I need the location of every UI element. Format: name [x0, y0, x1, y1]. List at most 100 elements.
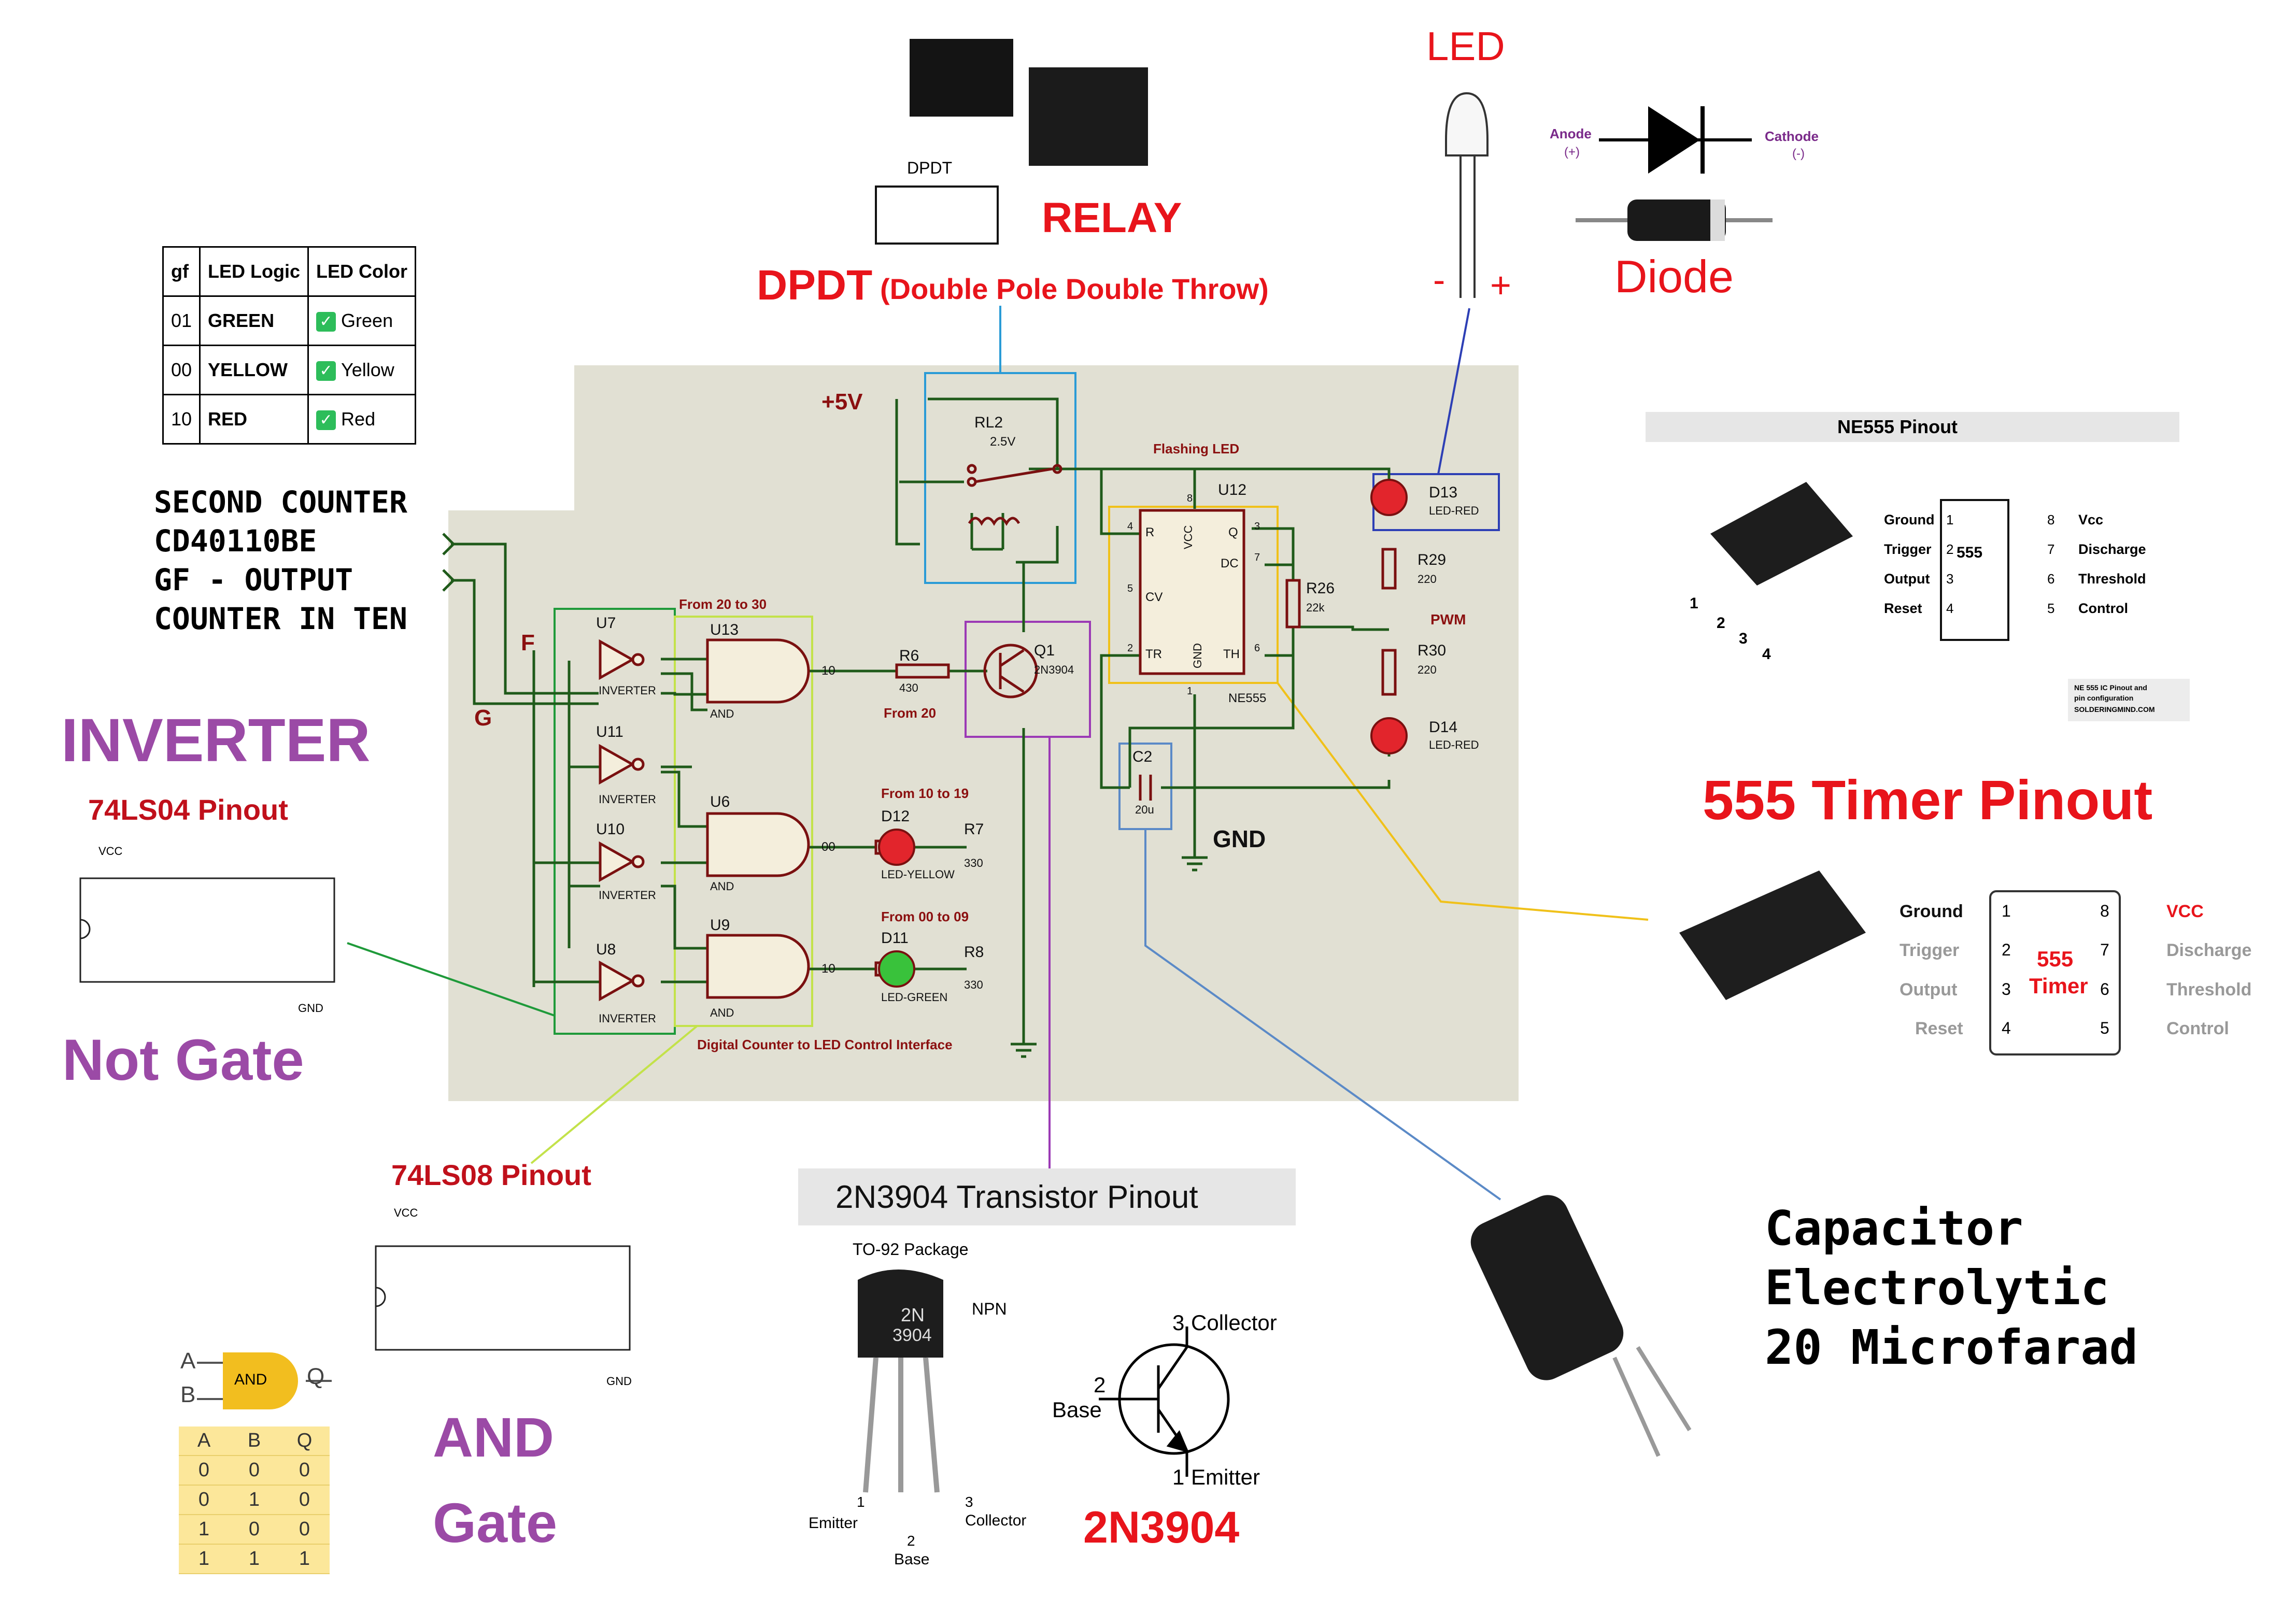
label-r30-v: 220: [1418, 663, 1437, 676]
label-and-2: AND: [710, 880, 734, 893]
ne555-right-num-0: 8: [2047, 512, 2055, 527]
pin-cv: CV: [1145, 590, 1163, 604]
timer-center-1: 555: [2037, 947, 2074, 971]
timer-left-num-1: 2: [2002, 940, 2011, 959]
timer-right-num-2: 6: [2100, 980, 2109, 998]
pin-vcc: VCC: [1182, 525, 1195, 549]
ne555-right-num-3: 5: [2047, 601, 2055, 616]
transistor-p3: 3: [965, 1494, 973, 1510]
truth-cell: 0: [279, 1456, 330, 1486]
symbol-base: Base: [1052, 1397, 1102, 1422]
timer-left-3: Reset: [1915, 1019, 1963, 1038]
transistor-body-2: 3904: [892, 1325, 932, 1345]
and-caption-1: AND: [433, 1406, 554, 1468]
ground-symbols: [1011, 856, 1208, 1058]
capacitor-line-2: Electrolytic: [1765, 1260, 2109, 1316]
schematic-panel: [448, 365, 1519, 1101]
led-color-text: Green: [341, 309, 393, 331]
label-d12: D12: [881, 808, 910, 825]
gf-cell: 01: [162, 295, 201, 346]
diode-title: Diode: [1614, 251, 1734, 302]
label-inv-3: INVERTER: [599, 889, 656, 902]
ne555-left-num-1: 2: [1946, 541, 1954, 557]
timer-right-num-3: 5: [2100, 1019, 2109, 1037]
timer-right-0: VCC: [2166, 902, 2204, 921]
symbol-collector: Collector: [1191, 1310, 1277, 1335]
and-input-b: B: [180, 1382, 196, 1407]
inverter-gates: [599, 639, 645, 1002]
callout-555: [1277, 682, 1649, 921]
ne555-left-1: Trigger: [1884, 541, 1932, 557]
label-and-1: AND: [710, 707, 734, 720]
transistor-caption: 2N3904: [1083, 1503, 1240, 1552]
gnd-label-04: GND: [298, 1002, 323, 1015]
transistor-header: 2N3904 Transistor Pinout: [835, 1179, 1198, 1215]
ne555-right-num-2: 6: [2047, 571, 2055, 587]
anode-label: Anode: [1550, 126, 1592, 141]
truth-cell: 1: [279, 1544, 330, 1574]
dpdt-subtitle: (Double Pole Double Throw): [880, 273, 1269, 305]
truth-cell: Q: [279, 1426, 330, 1456]
pin-gnd: GND: [1191, 643, 1204, 668]
truth-cell: 0: [179, 1456, 229, 1486]
label-u8: U8: [596, 941, 616, 958]
label-d13: D13: [1429, 484, 1457, 501]
label-c2: C2: [1132, 748, 1152, 765]
pin-dc: DC: [1221, 557, 1239, 570]
timer-title: 555 Timer Pinout: [1703, 768, 2153, 831]
symbol-pin-1: 1: [1172, 1465, 1185, 1489]
truth-cell: 1: [179, 1515, 229, 1545]
truth-cell: 0: [179, 1485, 229, 1515]
gf-logic-table: gf LED Logic LED Color 01 GREEN ✓Green 0…: [162, 246, 417, 445]
pin-tr: TR: [1145, 647, 1162, 661]
label-pwm: PWM: [1430, 611, 1466, 627]
inverter-title: INVERTER: [61, 706, 371, 775]
ne555-right-3: Control: [2078, 601, 2128, 616]
truth-cell: B: [229, 1426, 279, 1456]
label-inv-2: INVERTER: [599, 793, 656, 806]
led-color-cell: ✓Yellow: [307, 345, 417, 395]
ne555-note-1: NE 555 IC Pinout and: [2074, 683, 2147, 692]
timer-left-1: Trigger: [1900, 940, 1960, 960]
label-gnd: GND: [1213, 825, 1266, 852]
ne555-center: 555: [1957, 544, 1983, 561]
led-illustration: [1445, 92, 1489, 298]
truth-cell: 1: [179, 1544, 229, 1574]
label-ne555: NE555: [1228, 691, 1266, 705]
ne555-right-2: Threshold: [2078, 571, 2146, 587]
transistor-emitter: Emitter: [809, 1515, 858, 1532]
symbol-emitter: Emitter: [1191, 1465, 1260, 1489]
and-gates: [706, 638, 810, 999]
and-symbol-label: AND: [234, 1371, 267, 1388]
label-r29: R29: [1418, 551, 1446, 568]
callout-led: [1437, 308, 1470, 475]
and-output-q: Q: [307, 1364, 325, 1389]
symbol-pin-2: 2: [1094, 1373, 1106, 1397]
label-u6: U6: [710, 793, 730, 810]
timer-right-num-0: 8: [2100, 902, 2109, 920]
led-minus: -: [1433, 260, 1445, 300]
dpdt-title: DPDT: [757, 262, 873, 309]
anode-sign: (+): [1564, 145, 1580, 159]
pin-n4: 4: [1127, 521, 1133, 532]
truth-cell: A: [179, 1426, 229, 1456]
capacitor-line-3: 20 Microfarad: [1765, 1320, 2138, 1375]
ne555-left-num-0: 1: [1946, 512, 1954, 527]
timer-left-num-0: 1: [2002, 902, 2011, 920]
truth-cell: 0: [279, 1485, 330, 1515]
pin-n1: 1: [1187, 686, 1193, 697]
check-icon: ✓: [316, 361, 336, 381]
label-d11-type: LED-GREEN: [881, 991, 947, 1004]
label-r6-v: 430: [899, 681, 918, 694]
label-r29-v: 220: [1418, 573, 1437, 586]
diode-symbol: [1576, 106, 1773, 241]
vcc-label-04: VCC: [98, 845, 123, 858]
gf-cell: 10: [162, 394, 201, 445]
ne555-right-0: Vcc: [2078, 512, 2104, 527]
ne555-pin-3: 3: [1739, 630, 1748, 647]
and-box: [674, 616, 813, 1027]
ne555-header-bar: [1646, 412, 2179, 442]
label-v5: +5V: [821, 389, 863, 415]
led-plus: +: [1490, 265, 1511, 305]
ic-74ls04: [79, 877, 335, 983]
